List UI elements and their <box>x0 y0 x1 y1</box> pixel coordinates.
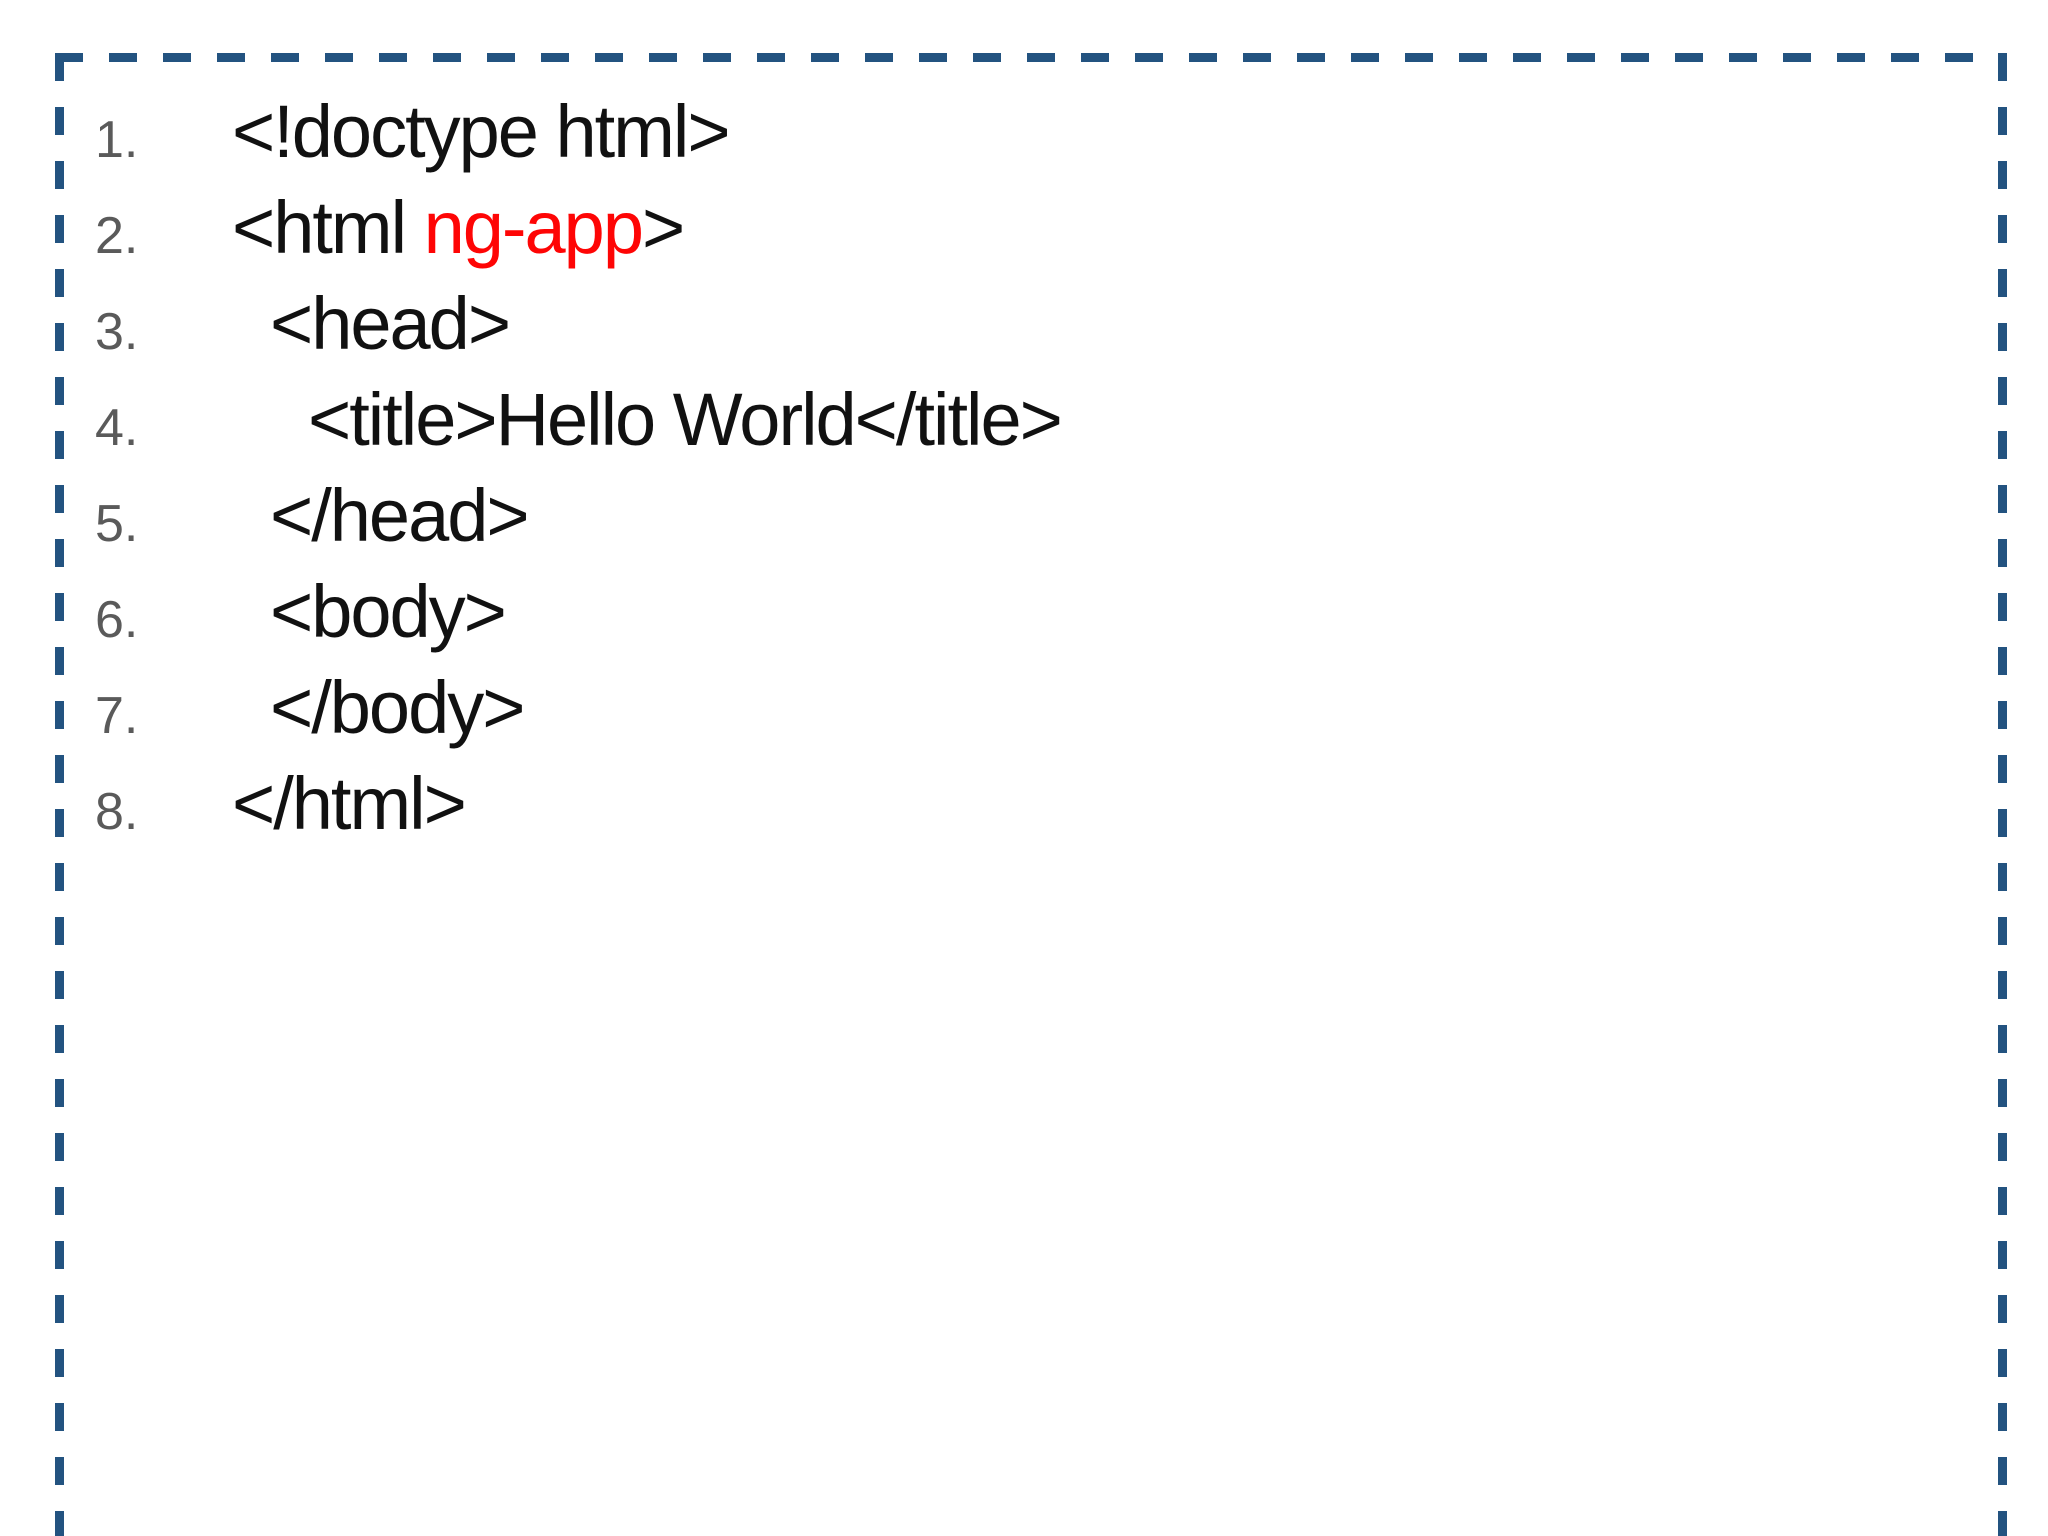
code-text: <html ng-app> <box>232 180 685 276</box>
code-line: 8. </html> <box>64 756 1998 852</box>
code-segment: </body> <box>270 666 525 749</box>
code-text: <title>Hello World</title> <box>232 372 1063 468</box>
dashed-border-right <box>1998 53 2007 1536</box>
code-text: </head> <box>232 468 530 564</box>
line-number: 5. <box>95 495 139 553</box>
code-text: </body> <box>232 660 525 756</box>
code-segment: <body> <box>270 570 507 653</box>
line-number: 3. <box>95 303 139 361</box>
dashed-border-top <box>55 53 2007 62</box>
ng-app-attribute-highlight: ng-app <box>423 186 644 269</box>
code-segment: </head> <box>270 474 530 557</box>
code-listing: 1.<!doctype html>2.<html ng-app>3.<head>… <box>64 62 1998 852</box>
line-number: 8. <box>95 783 139 841</box>
code-segment: > <box>642 186 685 269</box>
code-text: <!doctype html> <box>232 84 731 180</box>
line-number: 6. <box>95 591 139 649</box>
dashed-border-left <box>55 53 64 1536</box>
code-line: 1. <!doctype html> <box>64 84 1998 180</box>
code-line: 4. <title>Hello World</title> <box>64 372 1998 468</box>
code-text: <head> <box>232 276 511 372</box>
code-line: 6. <body> <box>64 564 1998 660</box>
code-segment: <!doctype html> <box>232 90 731 173</box>
code-segment: <title>Hello World</title> <box>308 378 1063 461</box>
code-line: 3. <head> <box>64 276 1998 372</box>
code-line: 2. <html ng-app> <box>64 180 1998 276</box>
line-number: 7. <box>95 687 139 745</box>
code-text: <body> <box>232 564 507 660</box>
code-line: 7. </body> <box>64 660 1998 756</box>
code-segment: <head> <box>270 282 511 365</box>
code-segment: <html <box>232 186 424 269</box>
code-text: </html> <box>232 756 467 852</box>
code-line: 5. </head> <box>64 468 1998 564</box>
line-number: 1. <box>95 111 139 169</box>
code-segment: </html> <box>232 762 467 845</box>
line-number: 2. <box>95 207 139 265</box>
line-number: 4. <box>95 399 139 457</box>
